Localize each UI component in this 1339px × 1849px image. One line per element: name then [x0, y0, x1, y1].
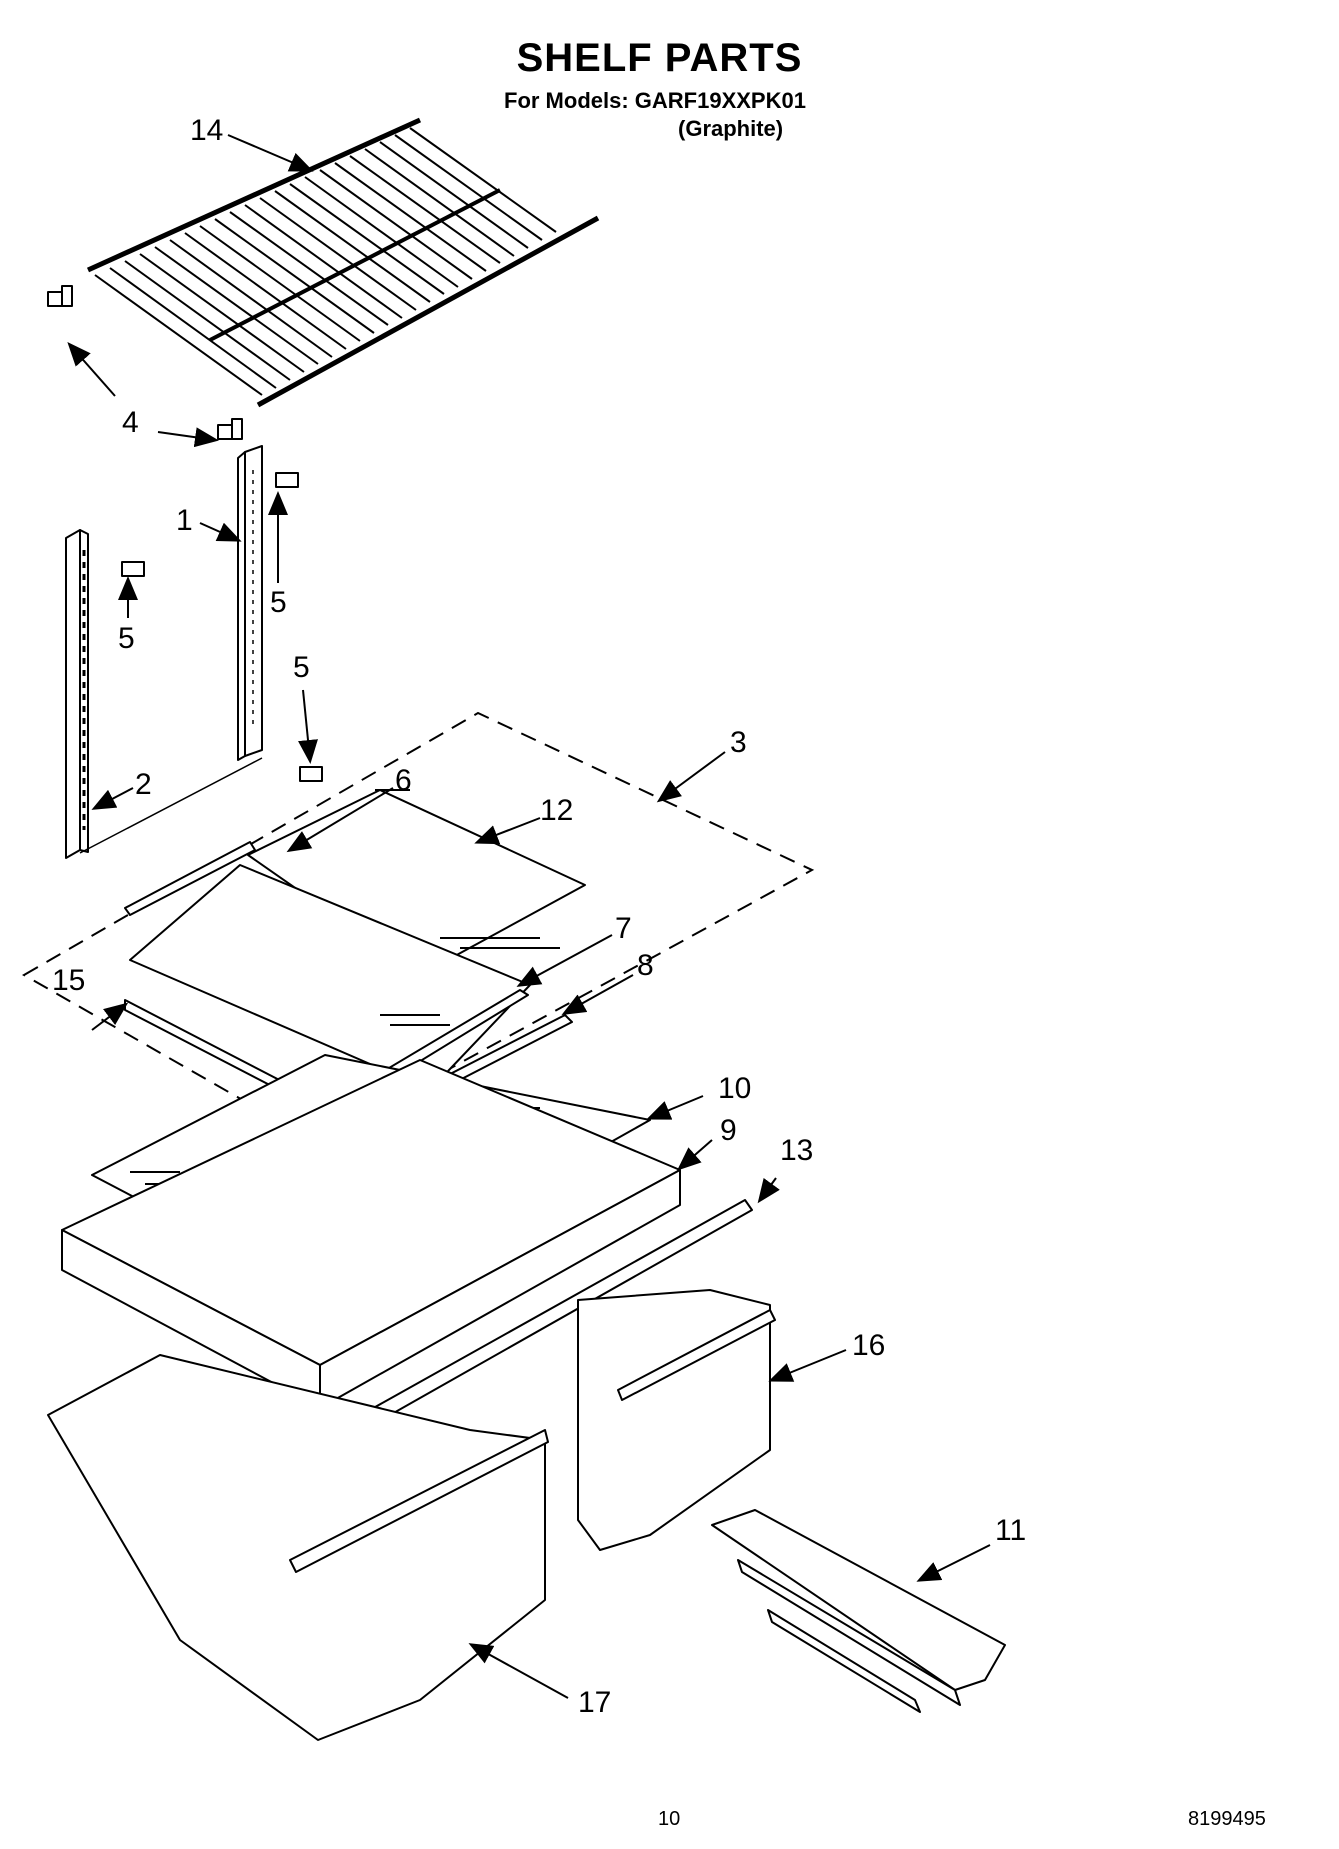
callout-5-left: 5	[118, 622, 135, 655]
callout-2: 2	[135, 768, 152, 801]
shelf-rail-right	[237, 445, 263, 761]
shelf-stop	[47, 285, 243, 440]
callout-5-upper: 5	[270, 586, 287, 619]
callout-17: 17	[578, 1686, 611, 1719]
crisper-drawer-right	[577, 1289, 776, 1551]
callout-1: 1	[176, 504, 193, 537]
callout-6: 6	[395, 764, 412, 797]
callout-9: 9	[720, 1114, 737, 1147]
shelf-rail-left	[65, 529, 89, 859]
crisper-control	[711, 1509, 1006, 1713]
callout-13: 13	[780, 1134, 813, 1167]
page-title: SHELF PARTS	[516, 36, 803, 80]
leader-arrows	[67, 134, 991, 1699]
callout-5-lower: 5	[293, 651, 310, 684]
color-line: (Graphite)	[678, 116, 784, 141]
wire-shelf	[86, 117, 600, 408]
models-line: For Models: GARF19XXPK01	[504, 88, 806, 113]
callout-12: 12	[540, 794, 573, 827]
callout-7: 7	[615, 912, 632, 945]
callout-14: 14	[190, 114, 223, 147]
crisper-drawer-left	[47, 1354, 549, 1741]
screw	[121, 472, 323, 782]
callout-labels: 14 4 1 5 5 5 2 3 6 12 7 8 15 10 9 13 16 …	[52, 114, 1026, 1719]
callout-8: 8	[637, 949, 654, 982]
callout-16: 16	[852, 1329, 885, 1362]
callout-11: 11	[995, 1514, 1026, 1547]
document-number: 8199495	[1188, 1808, 1266, 1830]
callout-4: 4	[122, 406, 139, 439]
page-number: 10	[658, 1808, 681, 1830]
callout-3: 3	[730, 726, 747, 759]
crisper-cover-frame	[61, 1059, 681, 1409]
callout-10: 10	[718, 1072, 751, 1105]
callout-15: 15	[52, 964, 85, 997]
assembly-outline	[21, 711, 815, 1144]
